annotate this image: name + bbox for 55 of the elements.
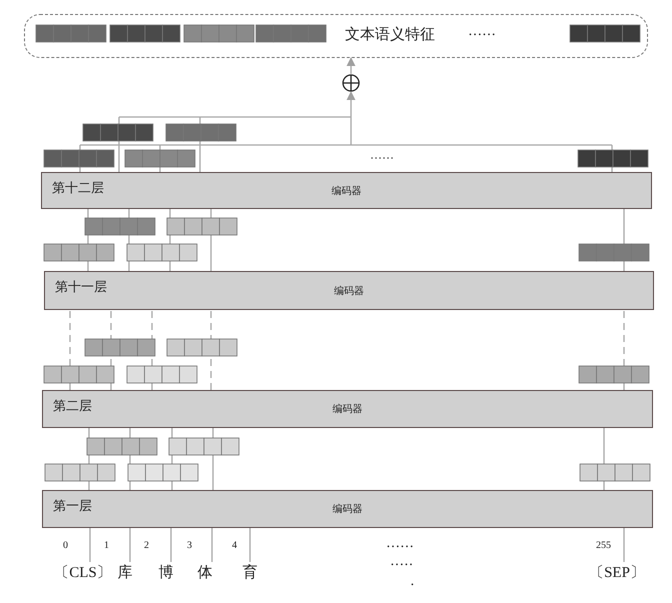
token-text: 博 <box>156 562 176 584</box>
connector-line <box>87 209 89 271</box>
connector-line <box>171 428 173 490</box>
connector-line <box>88 428 90 490</box>
layer-title: 第一层 <box>53 497 92 515</box>
ellipsis: ······ <box>370 152 394 164</box>
connector-line <box>89 528 91 562</box>
position-number: 3 <box>187 540 192 552</box>
connector-line <box>212 428 214 490</box>
sum-symbol <box>342 74 360 92</box>
connector-line <box>210 310 212 390</box>
encoder-layer-box <box>41 172 652 209</box>
encoder-label: 编码器 <box>332 502 362 516</box>
connector-line <box>211 528 213 562</box>
connector-line <box>210 209 212 271</box>
ellipsis: · <box>410 580 415 592</box>
encoder-layer-box <box>44 271 654 310</box>
connector-line <box>151 310 153 390</box>
position-number: 4 <box>232 540 237 552</box>
token-text: 体 <box>195 562 215 584</box>
ellipsis: ······ <box>468 30 496 42</box>
connector-line <box>249 528 251 562</box>
position-number: 255 <box>596 540 611 552</box>
connector-line <box>128 209 130 271</box>
layer-title: 第十二层 <box>52 179 104 197</box>
connector-line <box>623 528 625 562</box>
connector-line <box>69 310 71 390</box>
token-text: 〔CLS〕 <box>52 562 114 584</box>
connector-line <box>169 209 171 271</box>
ellipsis: ······ <box>386 542 414 554</box>
connector-line <box>623 310 625 390</box>
connector-line <box>110 310 112 390</box>
layer-title: 第二层 <box>53 397 92 415</box>
output-feature-box <box>24 14 648 58</box>
connector-line <box>129 428 131 490</box>
position-number: 1 <box>104 540 109 552</box>
connector-line <box>603 428 605 490</box>
token-text: 育 <box>240 562 260 584</box>
connector-line <box>623 209 625 271</box>
connector-line <box>170 528 172 562</box>
ellipsis: ····· <box>390 560 414 572</box>
position-number: 0 <box>63 540 68 552</box>
connector-line <box>129 528 131 562</box>
arrow <box>79 91 613 173</box>
arrow <box>346 57 356 74</box>
encoder-layer-box <box>42 490 653 528</box>
token-text: 库 <box>115 562 135 584</box>
feature-title: 文本语义特征 <box>345 26 435 44</box>
token-text: 〔SEP〕 <box>586 562 648 584</box>
encoder-label: 编码器 <box>332 184 362 198</box>
layer-title: 第十一层 <box>55 278 107 296</box>
encoder-label: 编码器 <box>334 284 364 298</box>
encoder-label: 编码器 <box>332 402 362 416</box>
encoder-layer-box <box>42 390 653 428</box>
position-number: 2 <box>144 540 149 552</box>
